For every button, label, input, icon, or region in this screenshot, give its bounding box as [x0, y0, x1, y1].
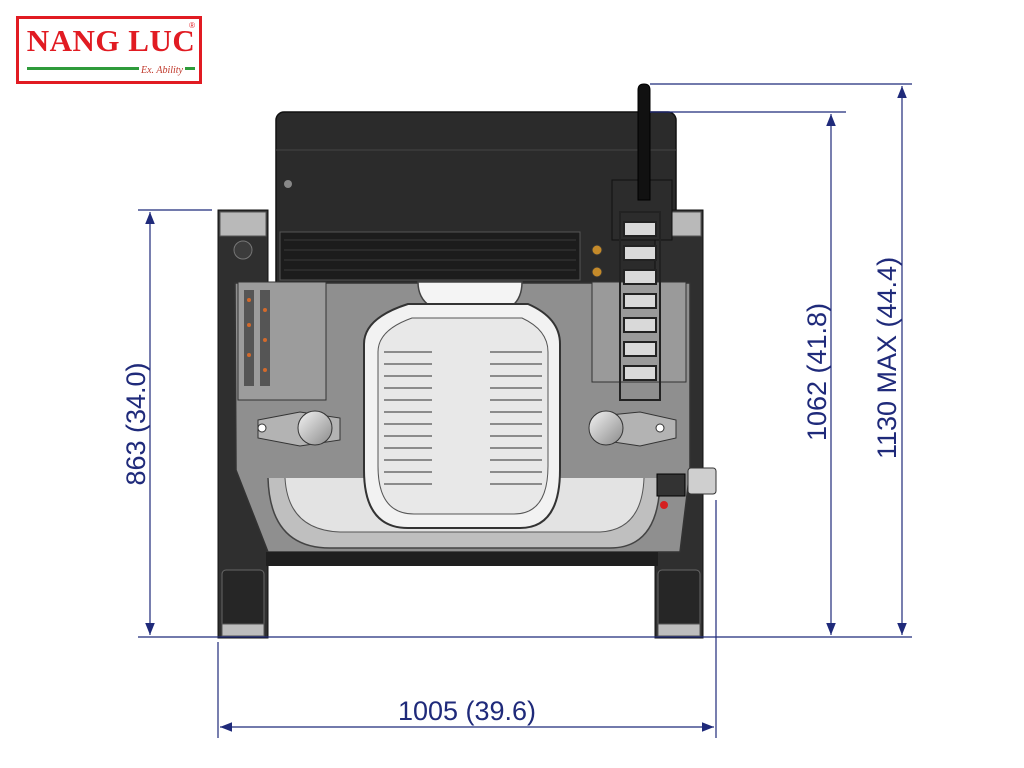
brand-logo: NANG LUC ® Ex. Ability — [16, 16, 202, 84]
left-knob — [297, 410, 333, 446]
cable-chain — [619, 211, 661, 401]
dimension-labels: 1005 (39.6) 863 (34.0) 1062 (41.8) 1130 … — [121, 257, 902, 726]
body-height-label: 1062 (41.8) — [802, 303, 832, 441]
center-dome — [417, 281, 523, 307]
registered-mark: ® — [189, 21, 195, 30]
dimension-annotations — [138, 83, 912, 738]
antenna — [637, 83, 651, 201]
max-height-label: 1130 MAX (44.4) — [872, 257, 902, 459]
brand-tagline: Ex. Ability — [138, 65, 185, 76]
brand-name: NANG LUC — [26, 23, 196, 58]
logo-underline — [27, 67, 195, 70]
right-knob — [588, 410, 624, 446]
rear-vent-panel — [279, 231, 581, 281]
frame-height-label: 863 (34.0) — [121, 362, 151, 485]
machine-illustration — [217, 83, 717, 639]
width-label: 1005 (39.6) — [398, 696, 536, 726]
